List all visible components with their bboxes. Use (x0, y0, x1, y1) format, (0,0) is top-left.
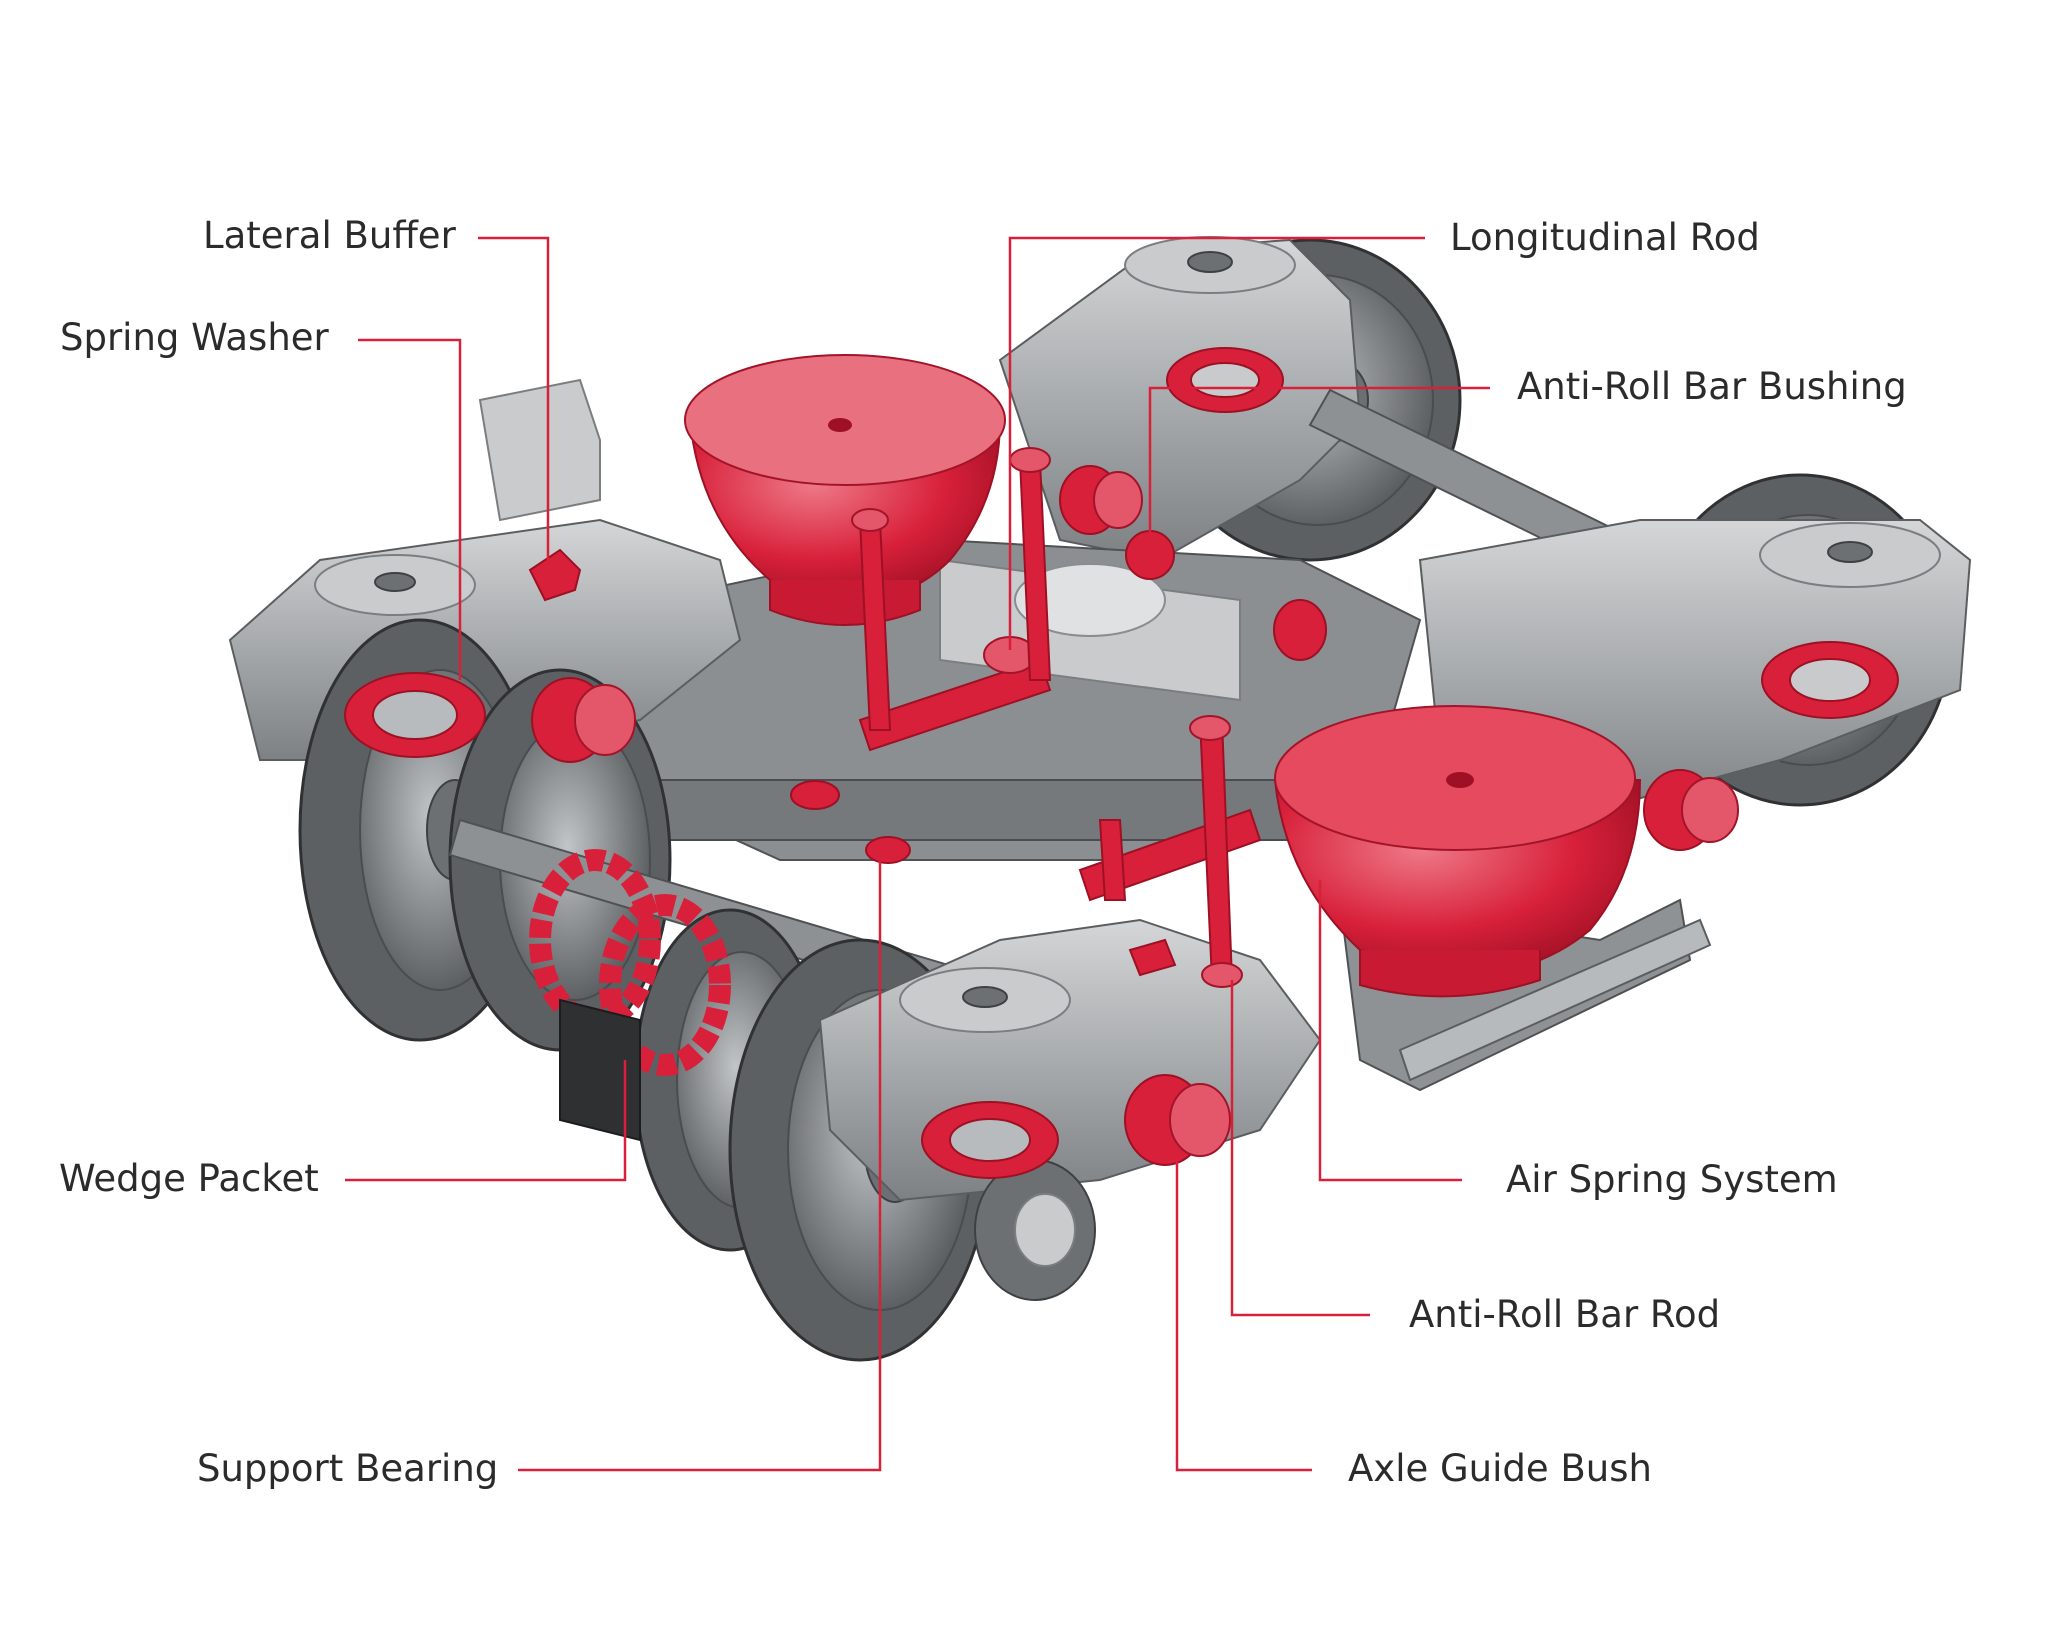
leader-spring-washer (358, 338, 462, 680)
lateral-buffer (528, 548, 582, 602)
support-bearing-b (865, 836, 911, 864)
label-spring-washer: Spring Washer (60, 316, 329, 359)
spring-washer-top (1166, 347, 1284, 413)
label-support-bearing: Support Bearing (197, 1447, 499, 1490)
label-axle-guide-bush: Axle Guide Bush (1348, 1447, 1652, 1490)
leader-anti-roll-bar-bushing (1148, 386, 1490, 540)
label-lateral-buffer: Lateral Buffer (203, 214, 456, 257)
label-anti-roll-bar-bushing: Anti-Roll Bar Bushing (1517, 365, 1907, 408)
air-spring-right (1273, 705, 1642, 998)
label-anti-roll-bar-rod: Anti-Roll Bar Rod (1409, 1293, 1721, 1336)
leader-lateral-buffer (478, 236, 550, 575)
spring-washer-front (921, 1101, 1059, 1179)
leader-air-spring-system (1318, 880, 1462, 1182)
wedge-packet (529, 849, 731, 1142)
spring-washer-left (344, 672, 486, 758)
leader-wedge-packet (345, 1060, 627, 1182)
leader-longitudinal-rod (1008, 236, 1425, 650)
label-longitudinal-rod: Longitudinal Rod (1450, 216, 1760, 259)
leader-axle-guide-bush (1175, 1160, 1312, 1472)
leader-lines (345, 236, 1490, 1472)
axle-guide-bush-front (1124, 1074, 1231, 1166)
label-wedge-packet: Wedge Packet (59, 1157, 319, 1200)
leader-anti-roll-bar-rod (1230, 980, 1370, 1317)
spring-washer-right (1761, 641, 1899, 719)
leader-support-bearing (518, 855, 882, 1472)
axle-guide-bush-front-left (531, 677, 636, 763)
support-bearing-a (790, 780, 840, 810)
label-air-spring-system: Air Spring System (1506, 1158, 1838, 1201)
axle-guide-bush-right (1643, 769, 1739, 851)
axle-guide-bush-center (1273, 599, 1327, 661)
axle-guide-bush-top (1059, 465, 1143, 535)
